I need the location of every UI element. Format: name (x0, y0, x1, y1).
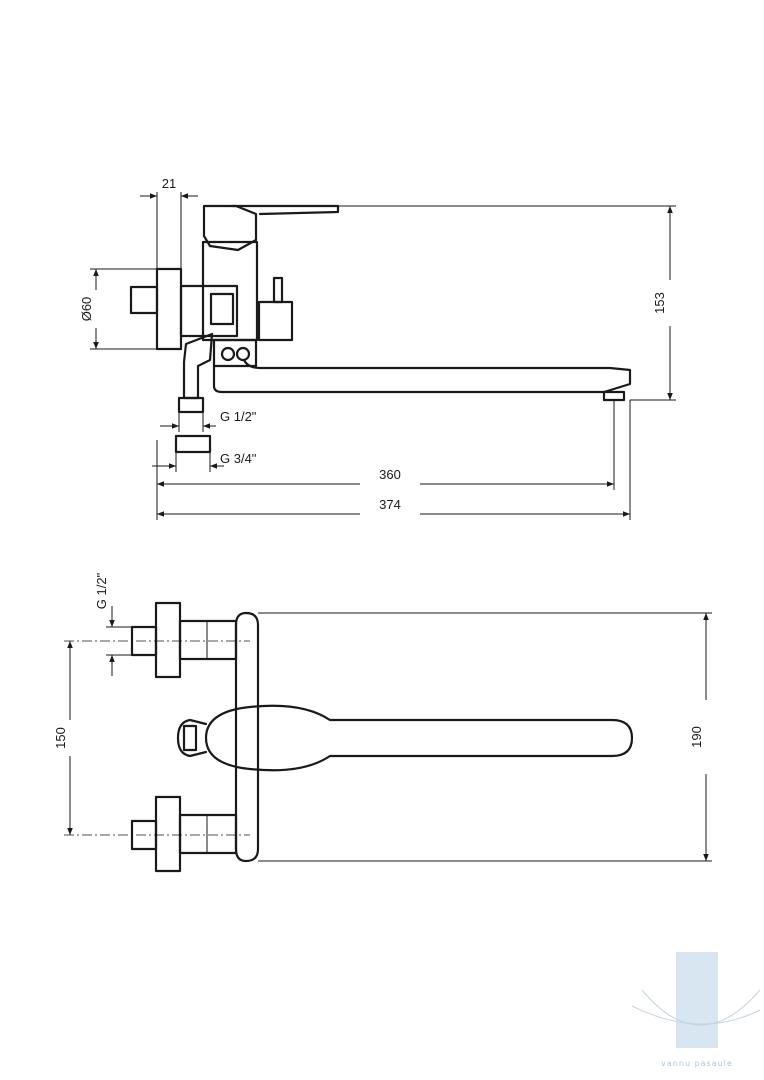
lower-connector (178, 813, 238, 855)
hose-fitting (176, 718, 208, 758)
hose-outlet (182, 332, 214, 400)
dim-g12-label: G 1/2" (220, 409, 257, 424)
front-view-dimensions: 150 G 1/2" 190 (53, 572, 712, 862)
watermark-text: vannu pasaule (661, 1059, 733, 1068)
dim-360-label: 360 (379, 467, 401, 482)
body-bar (234, 611, 260, 863)
g34-fitting (174, 434, 212, 454)
lower-flange (154, 795, 182, 873)
dim-front-g12-label: G 1/2" (94, 572, 109, 609)
diverter-stem (272, 276, 284, 304)
spout-ring (212, 338, 258, 368)
diverter-body (257, 300, 294, 342)
aerator (602, 390, 626, 402)
handle-base (202, 204, 258, 252)
handle-lever (230, 204, 340, 216)
dim-g34-label: G 3/4" (220, 451, 257, 466)
dim-21-label: 21 (162, 176, 176, 191)
upper-connector (178, 619, 238, 661)
upper-flange (154, 601, 182, 679)
dim-150-label: 150 (53, 727, 68, 749)
connector-nut (209, 292, 235, 326)
side-view-drawing (129, 204, 632, 454)
front-view-drawing (130, 601, 634, 873)
dim-190-label: 190 (689, 726, 704, 748)
spout-top (204, 704, 634, 772)
hose-fitting-nut (182, 724, 198, 752)
side-view-dimensions: 21 Ø60 153 G 1/2" G 3/4" 360 (79, 176, 676, 520)
inlet-stub (129, 285, 159, 315)
watermark-logo: vannu pasaule (631, 952, 761, 1068)
dim-153-label: 153 (652, 292, 667, 314)
mixer-body (201, 240, 259, 342)
wall-flange (155, 267, 183, 351)
hose-nut (177, 396, 205, 414)
dim-374-label: 374 (379, 497, 401, 512)
dim-d60-label: Ø60 (79, 297, 94, 322)
spout-arm (212, 358, 632, 394)
